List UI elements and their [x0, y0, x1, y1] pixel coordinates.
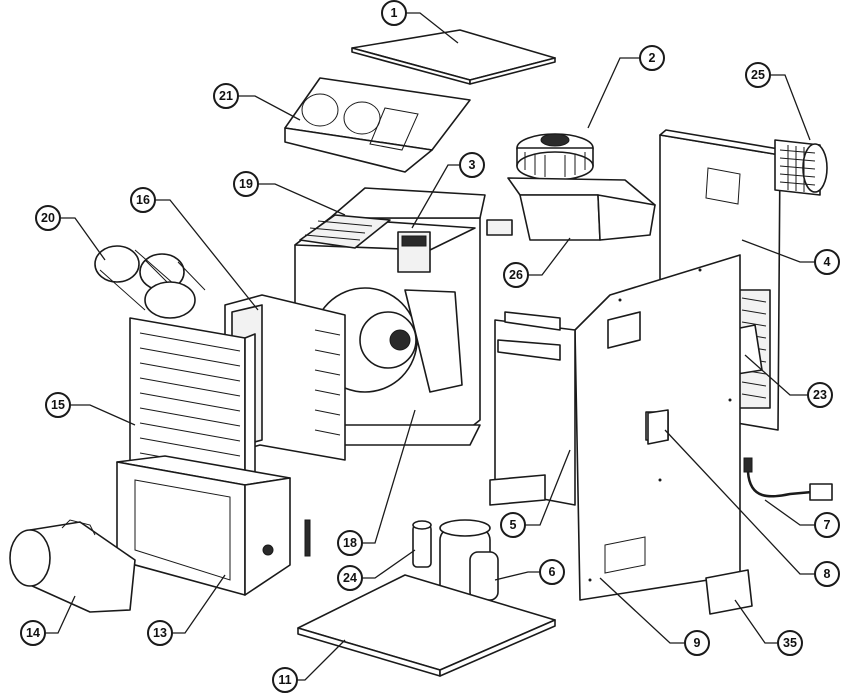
callout-21: 21: [213, 83, 239, 109]
part-base-pan: [297, 574, 556, 677]
callout-3: 3: [459, 152, 485, 178]
svg-text:8: 8: [824, 567, 831, 581]
part-condensate-tank: [9, 519, 136, 613]
leader-lines: [45, 12, 815, 681]
svg-text:35: 35: [783, 636, 797, 650]
svg-text:11: 11: [278, 673, 291, 687]
svg-text:14: 14: [26, 626, 40, 640]
part-top-cover: [351, 29, 556, 85]
svg-text:25: 25: [751, 68, 765, 82]
svg-text:18: 18: [343, 536, 357, 550]
callout-26: 26: [503, 262, 529, 288]
callout-25: 25: [745, 62, 771, 88]
callout-7: 7: [814, 512, 840, 538]
callout-8: 8: [814, 561, 840, 587]
svg-text:5: 5: [510, 518, 517, 532]
svg-text:4: 4: [824, 255, 831, 269]
svg-text:1: 1: [391, 6, 398, 20]
callout-15: 15: [45, 392, 71, 418]
svg-text:19: 19: [239, 177, 253, 191]
svg-text:2: 2: [649, 51, 656, 65]
part-inner-divider: [489, 311, 576, 506]
svg-text:6: 6: [549, 565, 556, 579]
callout-19: 19: [233, 171, 259, 197]
part-handle: [647, 409, 669, 445]
callout-4: 4: [814, 249, 840, 275]
svg-text:26: 26: [509, 268, 523, 282]
callout-11: 11: [272, 667, 298, 693]
part-blower-housing: [486, 177, 656, 241]
part-fan-motor: [516, 133, 594, 181]
callout-9: 9: [684, 630, 710, 656]
callout-35: 35: [777, 630, 803, 656]
callout-5: 5: [500, 512, 526, 538]
callout-23: 23: [807, 382, 833, 408]
svg-text:3: 3: [469, 158, 476, 172]
part-cover-plate: [705, 569, 753, 615]
part-front-top-panel: [284, 77, 471, 173]
part-lower-front-frame: [116, 455, 291, 596]
callouts: 1 2 3 4 5 6 7 8 9 11 13 14 15 16 18 19 2…: [20, 0, 840, 693]
svg-text:16: 16: [136, 193, 150, 207]
part-flex-ducts: [94, 245, 206, 319]
callout-24: 24: [337, 565, 363, 591]
callout-2: 2: [639, 45, 665, 71]
callout-14: 14: [20, 620, 46, 646]
callout-20: 20: [35, 205, 61, 231]
svg-text:21: 21: [219, 89, 233, 103]
callout-1: 1: [381, 0, 407, 26]
part-power-cord: [743, 457, 833, 501]
svg-text:13: 13: [153, 626, 167, 640]
callout-6: 6: [539, 559, 565, 585]
part-front-grille: [129, 317, 256, 496]
part-strip: [304, 519, 311, 557]
part-fan-grille: [774, 139, 828, 196]
svg-text:23: 23: [813, 388, 827, 402]
part-capacitor: [412, 520, 432, 568]
svg-text:15: 15: [51, 398, 65, 412]
callout-18: 18: [337, 530, 363, 556]
svg-text:24: 24: [343, 571, 357, 585]
svg-text:9: 9: [694, 636, 701, 650]
svg-text:7: 7: [824, 518, 831, 532]
svg-text:20: 20: [41, 211, 55, 225]
callout-13: 13: [147, 620, 173, 646]
callout-16: 16: [130, 187, 156, 213]
